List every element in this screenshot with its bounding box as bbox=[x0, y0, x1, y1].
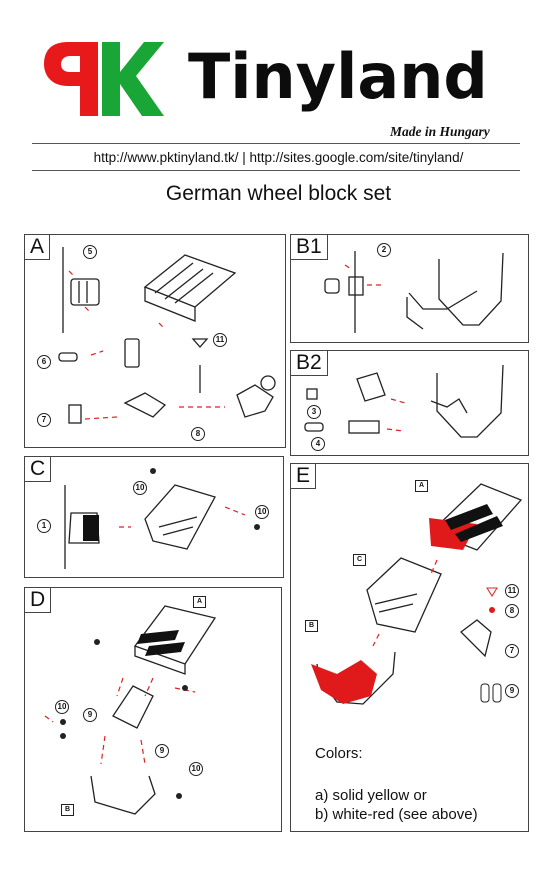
color-option-b: b) white-red (see above) bbox=[315, 806, 478, 823]
part-number: 8 bbox=[505, 604, 519, 618]
assembly-diagram bbox=[44, 605, 217, 815]
panel-label: C bbox=[24, 456, 52, 482]
part-number: 10 bbox=[133, 481, 147, 495]
panel-b1: B1 2 bbox=[290, 234, 529, 343]
panel-d: D 10 9 9 10 A B bbox=[24, 587, 282, 832]
part-number: 6 bbox=[37, 355, 51, 369]
part-number: 7 bbox=[505, 644, 519, 658]
part-number: 1 bbox=[37, 519, 51, 533]
part-number: 11 bbox=[505, 584, 519, 598]
panel-label: E bbox=[290, 463, 317, 489]
assembly-diagram bbox=[58, 247, 276, 424]
part-number: 2 bbox=[377, 243, 391, 257]
assembly-diagram bbox=[304, 364, 504, 438]
part-number: 10 bbox=[55, 700, 69, 714]
view-tag: B bbox=[61, 804, 74, 816]
part-number: 9 bbox=[505, 684, 519, 698]
url-line: http://www.pktinyland.tk/ | http://sites… bbox=[93, 150, 464, 165]
part-number: 8 bbox=[191, 427, 205, 441]
panel-label: B2 bbox=[290, 350, 328, 376]
panel-label: B1 bbox=[290, 234, 328, 260]
view-tag: C bbox=[353, 554, 366, 566]
part-number: 10 bbox=[189, 762, 203, 776]
page-title: German wheel block set bbox=[165, 182, 392, 205]
panel-a: A 5 6 7 8 11 bbox=[24, 234, 286, 448]
color-option-a: a) solid yellow or bbox=[315, 787, 427, 804]
divider-bottom bbox=[32, 170, 520, 171]
divider-top bbox=[32, 143, 520, 144]
panel-label: A bbox=[24, 234, 51, 260]
brand-title: Tinyland bbox=[188, 40, 488, 113]
tagline: Made in Hungary bbox=[390, 124, 490, 139]
view-tag: A bbox=[193, 596, 206, 608]
view-tag: A bbox=[415, 480, 428, 492]
pk-logo-icon bbox=[44, 42, 164, 116]
assembly-diagram bbox=[64, 468, 260, 569]
panel-c: C 1 10 10 bbox=[24, 456, 284, 578]
part-number: 9 bbox=[83, 708, 97, 722]
panel-b2: B2 3 4 bbox=[290, 350, 529, 456]
part-number: 5 bbox=[83, 245, 97, 259]
part-number: 3 bbox=[307, 405, 321, 419]
assembly-diagram bbox=[311, 483, 523, 705]
view-tag: B bbox=[305, 620, 318, 632]
panel-e: E 11 8 7 9 A C B Colors: a) solid yellow… bbox=[290, 463, 529, 832]
part-number: 11 bbox=[213, 333, 227, 347]
panel-label: D bbox=[24, 587, 52, 613]
assembly-diagram bbox=[324, 251, 504, 333]
part-number: 10 bbox=[255, 505, 269, 519]
colors-heading: Colors: bbox=[315, 745, 363, 762]
part-number: 9 bbox=[155, 744, 169, 758]
part-number: 4 bbox=[311, 437, 325, 451]
part-number: 7 bbox=[37, 413, 51, 427]
